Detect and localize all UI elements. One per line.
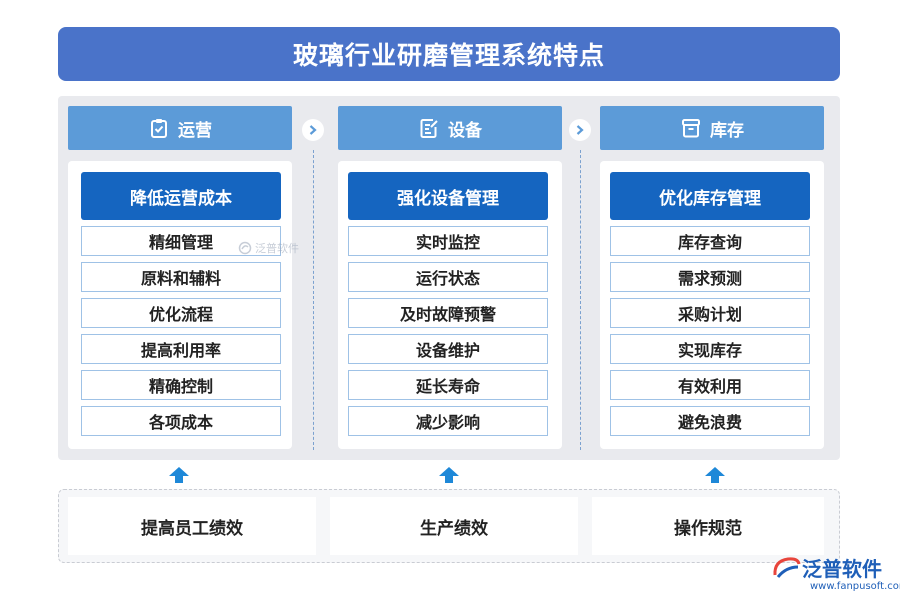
list-item: 精细管理 [81,226,281,256]
storage-box-icon [680,117,702,139]
column-header-equipment: 设备 [338,106,562,150]
column-header-inventory: 库存 [600,106,824,150]
list-item: 需求预测 [610,262,810,292]
column-divider [580,150,581,450]
list-item: 运行状态 [348,262,548,292]
column-header-label: 运营 [178,120,212,141]
list-item: 设备维护 [348,334,548,364]
chevron-right-icon [569,119,591,141]
list-item: 原料和辅料 [81,262,281,292]
list-item: 及时故障预警 [348,298,548,328]
list-item: 提高利用率 [81,334,281,364]
document-edit-icon [418,117,440,139]
list-item: 优化流程 [81,298,281,328]
column-divider [313,150,314,450]
column-card-operations: 降低运营成本 精细管理 原料和辅料 优化流程 提高利用率 精确控制 各项成本 [68,161,292,449]
list-item: 采购计划 [610,298,810,328]
list-item: 避免浪费 [610,406,810,436]
brand-logo: 泛普软件 www.fanpusoft.com [768,553,900,597]
column-title: 优化库存管理 [610,172,810,220]
foundation-item: 生产绩效 [330,497,578,555]
list-item: 有效利用 [610,370,810,400]
arrow-up-icon [439,467,459,483]
list-item: 精确控制 [81,370,281,400]
list-item: 库存查询 [610,226,810,256]
chevron-right-icon [302,119,324,141]
arrow-up-icon [169,467,189,483]
list-item: 延长寿命 [348,370,548,400]
logo-text: 泛普软件 [802,557,882,581]
list-item: 减少影响 [348,406,548,436]
brand-mark-icon [773,557,801,578]
column-item-list: 库存查询 需求预测 采购计划 实现库存 有效利用 避免浪费 [610,226,810,442]
column-header-operations: 运营 [68,106,292,150]
page-title: 玻璃行业研磨管理系统特点 [58,27,840,81]
column-card-inventory: 优化库存管理 库存查询 需求预测 采购计划 实现库存 有效利用 避免浪费 [600,161,824,449]
column-item-list: 精细管理 原料和辅料 优化流程 提高利用率 精确控制 各项成本 [81,226,281,442]
clipboard-check-icon [148,117,170,139]
column-item-list: 实时监控 运行状态 及时故障预警 设备维护 延长寿命 减少影响 [348,226,548,442]
column-header-label: 库存 [710,120,744,141]
column-card-equipment: 强化设备管理 实时监控 运行状态 及时故障预警 设备维护 延长寿命 减少影响 [338,161,562,449]
foundation-item: 操作规范 [592,497,824,555]
column-title: 强化设备管理 [348,172,548,220]
arrow-up-icon [705,467,725,483]
list-item: 各项成本 [81,406,281,436]
column-header-label: 设备 [448,120,482,141]
column-title: 降低运营成本 [81,172,281,220]
list-item: 实时监控 [348,226,548,256]
logo-url: www.fanpusoft.com [810,581,900,592]
list-item: 实现库存 [610,334,810,364]
foundation-item: 提高员工绩效 [68,497,316,555]
